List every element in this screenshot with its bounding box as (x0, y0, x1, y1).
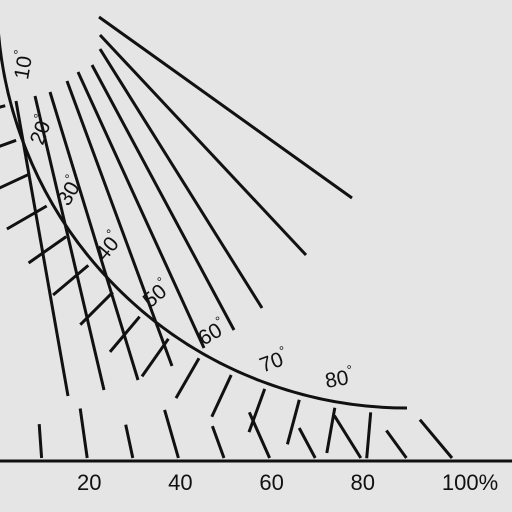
slope-ray (33, 95, 106, 391)
arc-tick (27, 235, 68, 265)
percent-tick (78, 408, 89, 459)
slope-ray (76, 71, 206, 349)
percent-label-group: 20 40 60 80 100% (77, 470, 498, 495)
arc-tick (210, 374, 233, 418)
arc-tick (0, 138, 17, 148)
arc-tick (174, 357, 201, 399)
percent-tick (210, 425, 226, 459)
arc-tick (365, 412, 373, 459)
percent-tick (124, 424, 135, 459)
percent-label: 20 (77, 470, 101, 495)
arc-tick (0, 172, 31, 190)
percent-label: 100% (442, 470, 498, 495)
slope-ray (14, 100, 70, 397)
slope-ray-group (14, 15, 353, 397)
percent-tick (385, 429, 408, 459)
slope-ray (98, 33, 308, 257)
arc-tick (140, 337, 170, 378)
slope-ray (98, 48, 264, 309)
percent-label: 60 (259, 470, 283, 495)
arc-tick-group (0, 104, 373, 459)
percent-tick (163, 409, 180, 459)
percent-label: 40 (168, 470, 192, 495)
percent-tick-group (37, 408, 454, 459)
arc-tick (247, 388, 267, 433)
slope-ray (90, 64, 236, 331)
percent-label: 80 (351, 470, 375, 495)
arc-tick (6, 204, 48, 231)
percent-tick (297, 427, 317, 459)
arc-tick (325, 407, 337, 454)
protractor-arc (0, 32, 408, 410)
arc-tick (79, 291, 114, 326)
percent-tick (418, 418, 454, 459)
percent-tick (37, 423, 44, 459)
arc-tick (108, 315, 141, 353)
arc-tick (52, 264, 90, 297)
slope-ray (65, 80, 174, 367)
percent-tick (247, 411, 271, 459)
slope-ray (48, 91, 140, 381)
percent-tick (333, 414, 363, 459)
arc-tick (285, 399, 301, 445)
slope-ray (98, 15, 353, 200)
